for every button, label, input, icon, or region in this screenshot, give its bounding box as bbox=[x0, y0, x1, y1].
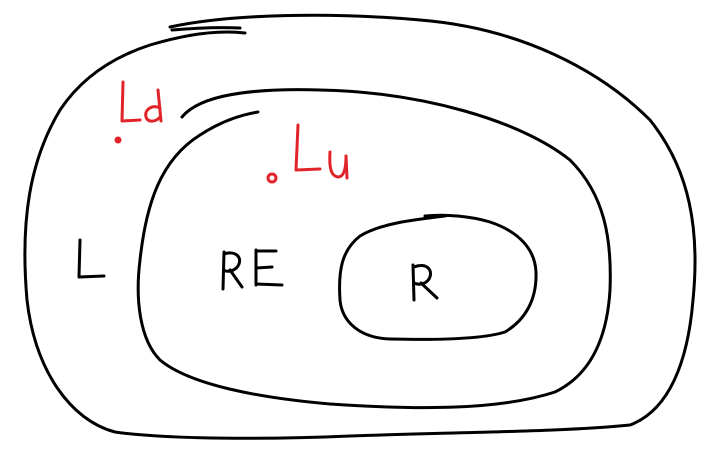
label-RE bbox=[221, 248, 284, 291]
outer-region-L-boundary bbox=[23, 13, 697, 440]
label-Ld bbox=[120, 80, 163, 123]
point-lu bbox=[266, 172, 278, 184]
inner-region-R-boundary bbox=[338, 213, 538, 341]
outer-region-L-overlap bbox=[170, 26, 242, 32]
label-L bbox=[77, 238, 106, 279]
label-R bbox=[411, 263, 439, 302]
middle-region-RE-boundary bbox=[136, 88, 612, 410]
point-ld bbox=[114, 136, 122, 144]
label-Lu bbox=[294, 123, 349, 180]
